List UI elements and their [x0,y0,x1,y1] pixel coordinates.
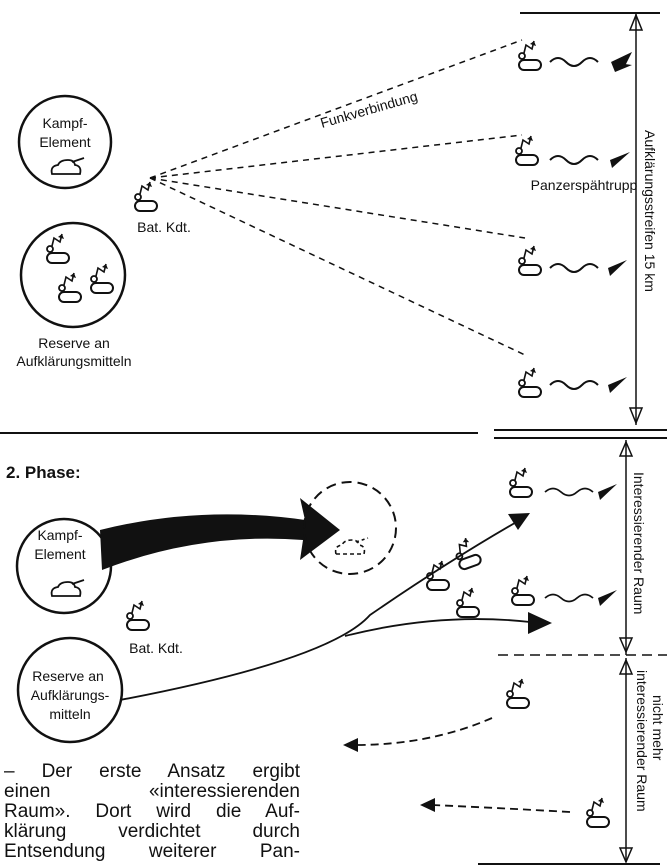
not-interesting-label-2: interessierender Raum [634,670,650,812]
reinforcement-line [344,618,531,637]
phase2-group: 2. Phase: Kampf- Element Bat. Kdt. Reser… [6,440,667,865]
paragraph-line: klärung verdichtet durch [4,821,300,842]
reserve-vehicle-icon [90,263,114,294]
return-path [431,804,571,813]
bat-kdt-vehicle-icon [134,181,158,212]
returning-patrol-icon [506,678,530,709]
kampf-element-label-2: Element [34,546,85,562]
phase2-title: 2. Phase: [6,463,81,482]
patrol-label: Panzerspähtrupp [531,177,638,193]
explanation-paragraph: – Der erste Ansatz ergibt einen «interes… [4,762,300,862]
reserve-vehicle-icon [46,233,70,264]
kampf-element-label-2: Element [39,134,90,150]
paragraph-line: – Der erste Ansatz ergibt [4,761,300,782]
kampf-element-circle [17,94,113,190]
interesting-area-label: Interessierender Raum [631,472,647,614]
reserve-label-3: mitteln [49,706,90,722]
reserve-label-1: Reserve an [32,668,104,684]
reserve-circle [16,636,124,744]
reserve-label-2: Aufklärungs- [31,687,110,703]
main-thrust-arrow [100,498,340,570]
phase1-group: Kampf- Element Reserve an Aufklärungsmit… [16,12,660,426]
strip-width-label: Aufklärungsstreifen 15 km [642,130,658,292]
radio-link-label: Funkverbindung [318,88,419,131]
reserve-vehicle-icon [58,272,82,303]
bat-kdt-label: Bat. Kdt. [129,640,183,656]
paragraph-line: Entsendung weiterer Pan- [4,841,300,862]
reinforcement-vehicle-icon [456,587,480,618]
return-path [354,717,493,746]
tank-icon [50,157,85,175]
tank-icon [50,579,85,597]
patrol-units [515,40,632,398]
bat-kdt-vehicle-icon [126,600,150,631]
reserve-circle [19,221,127,329]
radio-links [149,39,526,356]
reinforcement-vehicle-icon [450,534,484,572]
paragraph-line: Raum». Dort wird die Auf- [4,801,300,822]
patrol-vehicle-icon [509,467,533,498]
target-area-circle [303,481,397,575]
kampf-element-label-1: Kampf- [37,527,82,543]
not-interesting-label-1: nicht mehr [650,695,666,761]
returning-patrol-icon [586,797,610,828]
bat-kdt-label: Bat. Kdt. [137,219,191,235]
patrol-vehicle-icon [511,575,535,606]
reserve-label-2: Aufklärungsmitteln [16,353,131,369]
kampf-element-label-1: Kampf- [42,115,87,131]
target-tank-icon [334,537,369,555]
paragraph-line: einen «interessierenden [4,781,300,802]
reserve-label-1: Reserve an [38,335,110,351]
reinforcement-line [119,519,521,701]
